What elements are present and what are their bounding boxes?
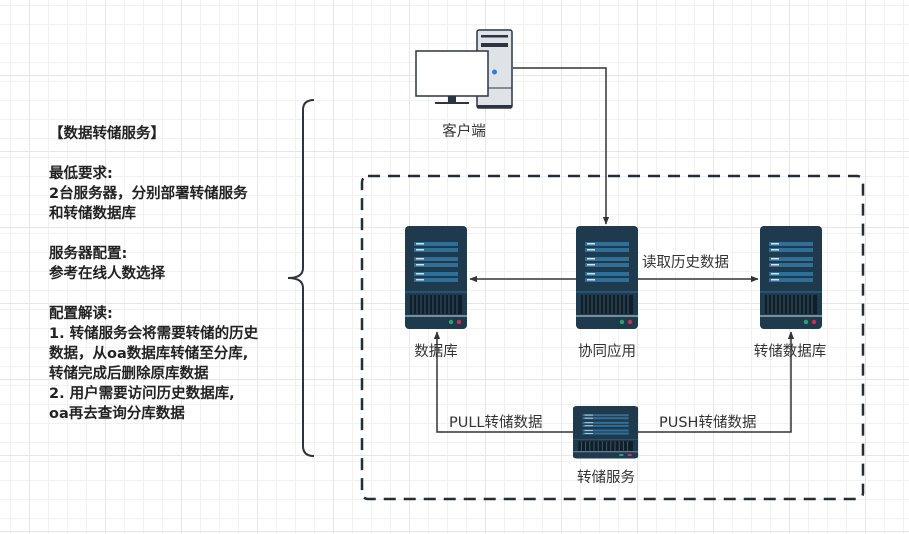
requirements-note: 【数据转储服务】 最低要求: 2台服务器，分别部署转储服务 和转储数据库 服务器… xyxy=(49,124,289,424)
edge-pull-dump xyxy=(433,331,573,433)
dump-service-label: 转储服务 xyxy=(577,470,635,486)
edge-label-push-dump: PUSH转储数据 xyxy=(659,415,757,431)
server-icon-dump-service[interactable] xyxy=(572,405,639,460)
explain-line: 数据，从oa数据库转储至分库, xyxy=(49,346,249,362)
edge-push-dump xyxy=(638,331,795,433)
server-config-label: 服务器配置: xyxy=(49,246,128,262)
min-req-line: 2台服务器，分别部署转储服务 xyxy=(49,186,248,202)
note-title: 【数据转储服务】 xyxy=(49,126,165,142)
database-label: 数据库 xyxy=(414,344,458,360)
explain-line: 2. 用户需要访问历史数据库, xyxy=(49,386,235,402)
explain-line: oa再去查询分库数据 xyxy=(49,406,185,422)
explain-label: 配置解读: xyxy=(49,306,113,322)
collab-app-label: 协同应用 xyxy=(578,344,636,360)
server-icon-collab-app[interactable] xyxy=(575,225,639,330)
explain-line: 1. 转储服务会将需要转储的历史 xyxy=(49,326,259,342)
explain-line: 转储完成后删除原库数据 xyxy=(49,366,209,382)
min-req-label: 最低要求: xyxy=(49,166,113,182)
server-icon-database[interactable] xyxy=(404,225,468,330)
edge-label-read-history: 读取历史数据 xyxy=(641,251,730,272)
edge-label-pull-dump: PULL转储数据 xyxy=(449,415,543,431)
client-label: 客户端 xyxy=(442,124,486,140)
edge-client-to-collab xyxy=(513,67,610,225)
dashed-group-box xyxy=(360,174,865,501)
server-icon-dump-database[interactable] xyxy=(759,225,823,330)
min-req-line: 和转储数据库 xyxy=(49,206,136,222)
curly-brace xyxy=(287,99,315,457)
server-config-line: 参考在线人数选择 xyxy=(49,266,165,282)
desktop-computer-icon[interactable] xyxy=(415,29,513,109)
dump-database-label: 转储数据库 xyxy=(753,344,827,360)
